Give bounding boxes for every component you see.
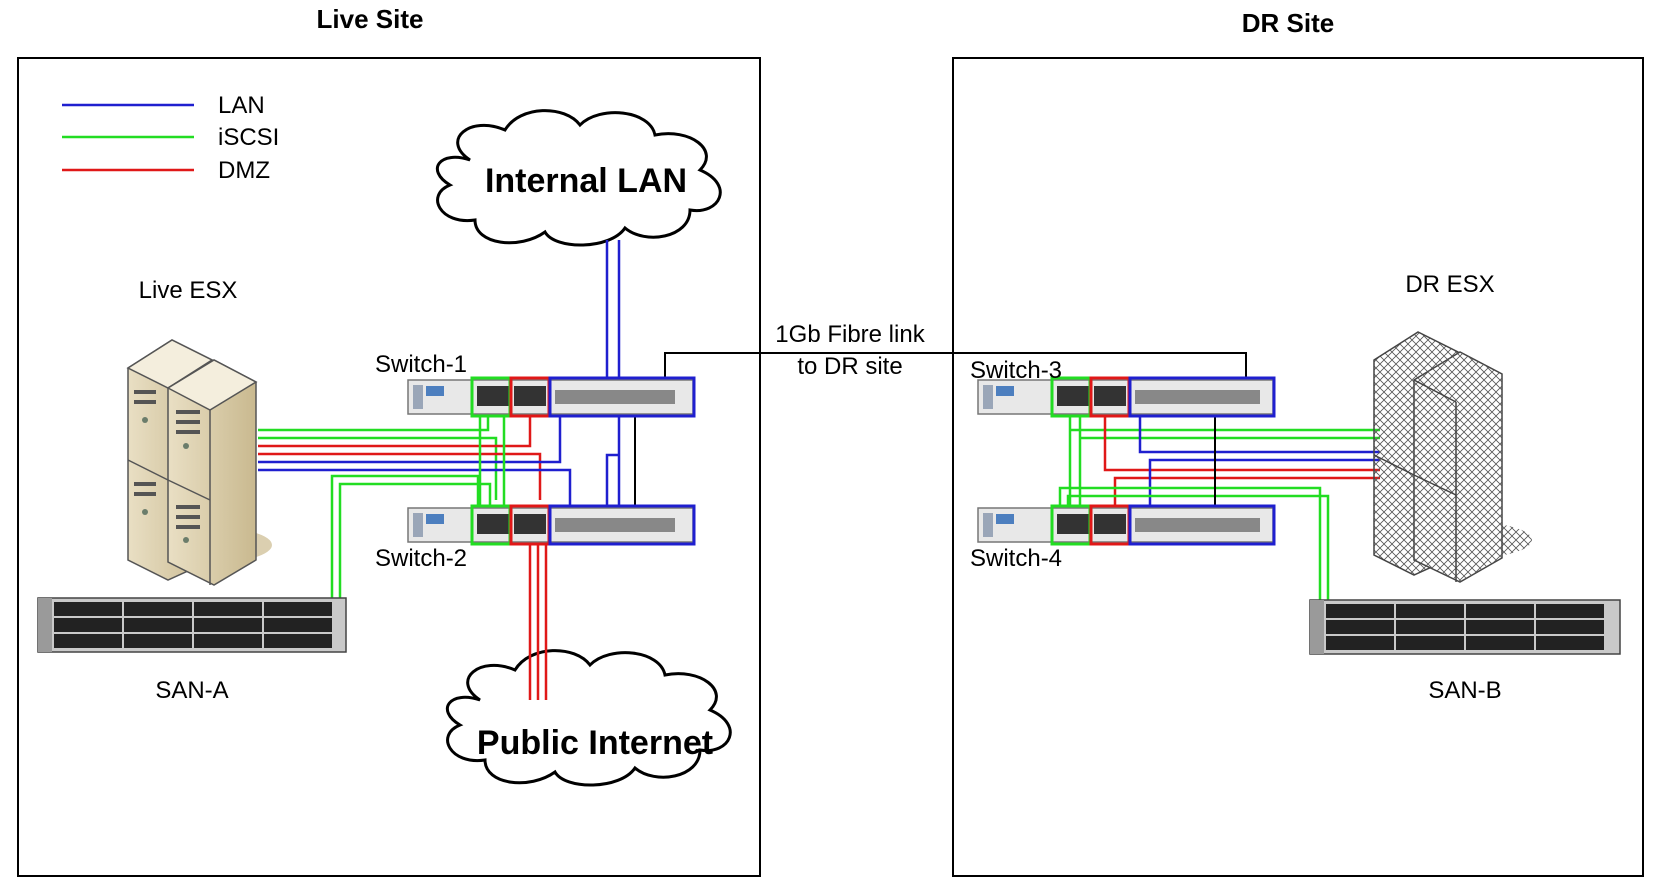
fibre-link-line [664, 352, 1247, 392]
legend: LAN iSCSI DMZ [62, 92, 279, 184]
legend-lan-label: LAN [218, 92, 265, 119]
san-a-label: SAN-A [155, 677, 228, 704]
switch-3-lan-block [1128, 376, 1276, 418]
switch-1 [407, 376, 696, 418]
live-esx-server [126, 339, 272, 586]
internal-lan-label: Internal LAN [485, 162, 687, 200]
dr-esx-label: DR ESX [1405, 271, 1494, 298]
internal-lan-cloud: Internal LAN [436, 109, 722, 247]
dr-site-title: DR Site [1242, 8, 1334, 38]
switch-3 [977, 376, 1276, 418]
san-b-label: SAN-B [1428, 677, 1501, 704]
legend-iscsi-label: iSCSI [218, 124, 279, 151]
live-esx-label: Live ESX [139, 277, 238, 304]
switch-2 [407, 504, 696, 546]
fibre-link-label-1: 1Gb Fibre link [775, 321, 925, 348]
legend-dmz-label: DMZ [218, 157, 270, 184]
live-site-title: Live Site [317, 4, 424, 34]
switch-2-label: Switch-2 [375, 545, 467, 572]
switch-1-lan-block [548, 376, 696, 418]
switch-4-lan-block [1128, 504, 1276, 546]
switch-1-label: Switch-1 [375, 351, 467, 378]
switch-2-lan-block [548, 504, 696, 546]
switch-4-label: Switch-4 [970, 545, 1062, 572]
dr-esx-server [1373, 331, 1532, 583]
dr-connections [1058, 392, 1380, 600]
public-internet-label: Public Internet [477, 724, 713, 762]
live-site-box [17, 57, 761, 877]
dr-site-box [952, 57, 1644, 877]
switch-4 [977, 504, 1276, 546]
san-b [1309, 599, 1621, 655]
switch-3-label: Switch-3 [970, 357, 1062, 384]
fibre-link-label-2: to DR site [797, 353, 902, 380]
san-a [37, 597, 347, 653]
public-internet-cloud: Public Internet [446, 649, 732, 787]
